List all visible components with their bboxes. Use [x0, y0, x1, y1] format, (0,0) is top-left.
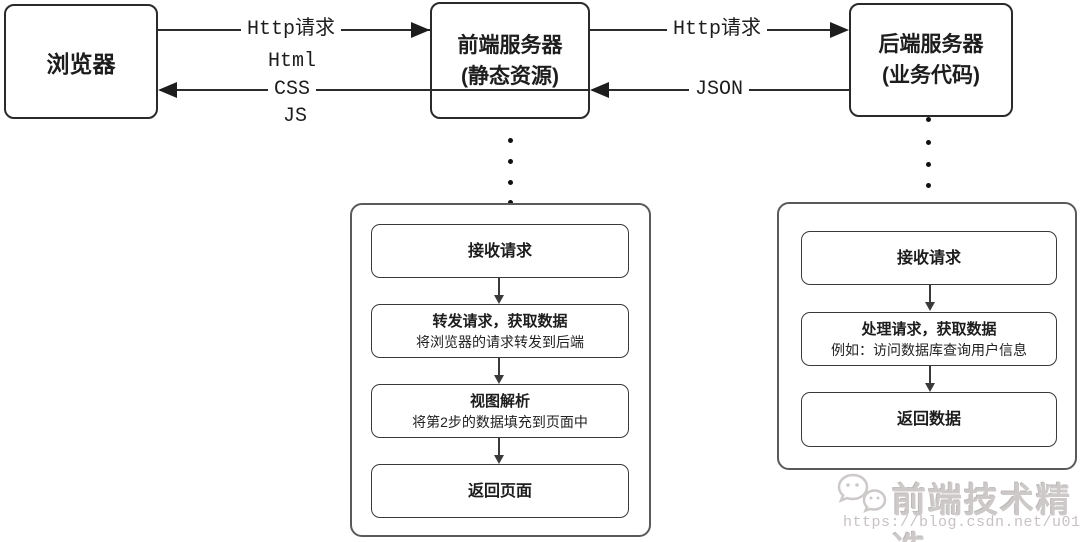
response-label-html: Html	[261, 49, 323, 75]
dot-icon	[926, 183, 931, 188]
backend-step-process-request: 处理请求，获取数据 例如：访问数据库查询用户信息	[801, 312, 1057, 366]
dot-icon	[926, 117, 931, 122]
dot-icon	[508, 159, 513, 164]
backend-server-node: 后端服务器 (业务代码)	[849, 3, 1013, 117]
arrowhead-down-icon	[925, 302, 935, 311]
wechat-icon	[836, 472, 888, 521]
backend-step-receive-request: 接收请求	[801, 231, 1057, 285]
backend-step-return-data: 返回数据	[801, 392, 1057, 447]
watermark-brand: 前端技术精选	[892, 482, 1072, 542]
dot-icon	[508, 138, 513, 143]
flow-connector	[929, 366, 931, 383]
response-label-css: CSS	[267, 77, 317, 103]
arrow-line-frontend-to-browser	[160, 89, 590, 91]
frontend-step-receive-request: 接收请求	[371, 224, 629, 278]
backend-flow-container: 接收请求 处理请求，获取数据 例如：访问数据库查询用户信息 返回数据	[777, 202, 1077, 470]
frontend-step-return-page: 返回页面	[371, 464, 629, 518]
arrowhead-down-icon	[925, 383, 935, 392]
arrowhead-down-icon	[494, 375, 504, 384]
backend-server-label-line2: (业务代码)	[882, 64, 980, 87]
arrowhead-down-icon	[494, 295, 504, 304]
http-request-label-1: Http请求	[240, 17, 342, 43]
step-title: 转发请求，获取数据	[432, 312, 568, 330]
dot-icon	[926, 162, 931, 167]
frontend-server-label-line2: (静态资源)	[461, 64, 559, 88]
frontend-step-forward-request: 转发请求，获取数据 将浏览器的请求转发到后端	[371, 304, 629, 358]
browser-node: 浏览器	[4, 4, 158, 119]
arrowhead-left-icon	[158, 82, 177, 98]
dot-icon	[508, 180, 513, 185]
frontend-step-view-resolve: 视图解析 将第2步的数据填充到页面中	[371, 384, 629, 438]
step-subtitle: 将第2步的数据填充到页面中	[412, 413, 588, 430]
step-subtitle: 将浏览器的请求转发到后端	[416, 333, 584, 350]
step-title: 接收请求	[896, 249, 961, 267]
arrowhead-down-icon	[494, 455, 504, 464]
step-title: 处理请求，获取数据	[861, 320, 997, 338]
frontend-server-label-line1: 前端服务器	[457, 33, 563, 57]
response-label-js: JS	[276, 104, 314, 130]
dot-icon	[508, 200, 513, 205]
frontend-server-node: 前端服务器 (静态资源)	[430, 2, 590, 119]
step-title: 接收请求	[467, 242, 532, 260]
frontend-flow-container: 接收请求 转发请求，获取数据 将浏览器的请求转发到后端 视图解析 将第2步的数据…	[350, 203, 651, 537]
response-label-json: JSON	[688, 77, 750, 103]
arrowhead-left-icon	[590, 82, 609, 98]
flow-connector	[498, 358, 500, 375]
flow-connector	[929, 285, 931, 302]
flow-connector	[498, 438, 500, 455]
flow-connector	[498, 278, 500, 295]
http-request-label-2: Http请求	[666, 17, 768, 43]
arrowhead-right-icon	[830, 22, 849, 38]
dot-icon	[926, 140, 931, 145]
watermark-url: https://blog.csdn.net/u011983531	[843, 514, 1080, 531]
step-title: 返回数据	[896, 411, 961, 428]
arrowhead-right-icon	[411, 22, 430, 38]
step-title: 返回页面	[467, 482, 532, 500]
browser-label: 浏览器	[46, 50, 116, 77]
step-subtitle: 例如：访问数据库查询用户信息	[831, 341, 1027, 358]
backend-server-label-line1: 后端服务器	[878, 33, 984, 56]
step-title: 视图解析	[469, 392, 530, 410]
